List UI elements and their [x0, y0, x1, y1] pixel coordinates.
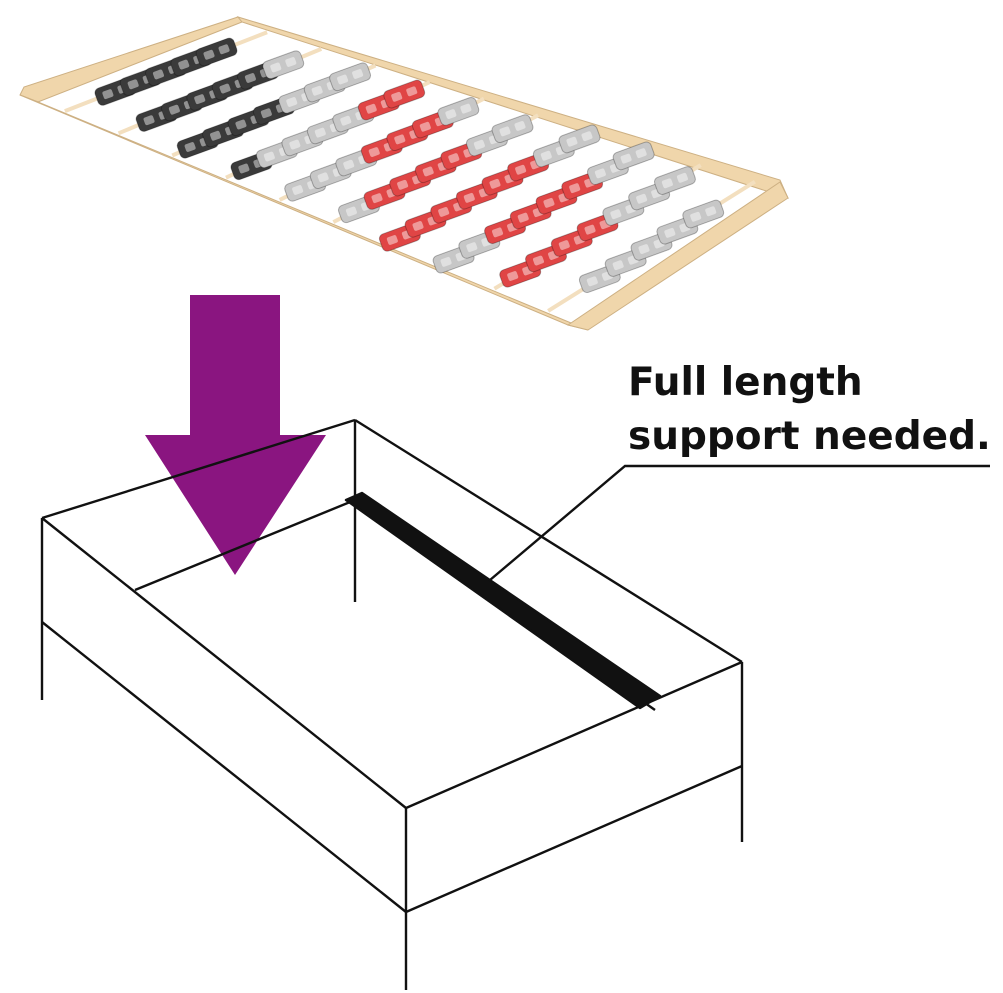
- slat-cap: [437, 96, 480, 126]
- slat-caps: [94, 37, 725, 293]
- base-edge: [41, 621, 407, 913]
- slat-cap: [558, 124, 601, 154]
- callout-line-2: support needed.: [628, 414, 991, 459]
- callout-leader-line: [489, 464, 990, 581]
- base-edge: [41, 517, 407, 809]
- slat-cap: [195, 37, 238, 67]
- center-support-beam: [344, 491, 662, 710]
- frame-rail-front: [566, 181, 789, 331]
- slat-cap: [383, 79, 426, 109]
- slat-cap: [491, 114, 534, 144]
- bed-base: [40, 418, 744, 990]
- base-edge: [41, 418, 356, 520]
- base-edge: [405, 764, 743, 914]
- base-edge: [405, 660, 743, 810]
- base-edge: [134, 498, 356, 592]
- slat-cap: [653, 166, 696, 195]
- base-edge: [354, 418, 743, 664]
- callout-line-1: Full length: [628, 360, 863, 405]
- slat-cap: [612, 141, 655, 171]
- down-arrow-icon: [145, 295, 326, 575]
- callout-text: Full length support needed.: [628, 356, 991, 464]
- slatted-frame: [19, 16, 789, 331]
- slat-cap: [329, 62, 372, 92]
- slat-cap: [682, 199, 725, 229]
- slat-cap: [262, 50, 305, 80]
